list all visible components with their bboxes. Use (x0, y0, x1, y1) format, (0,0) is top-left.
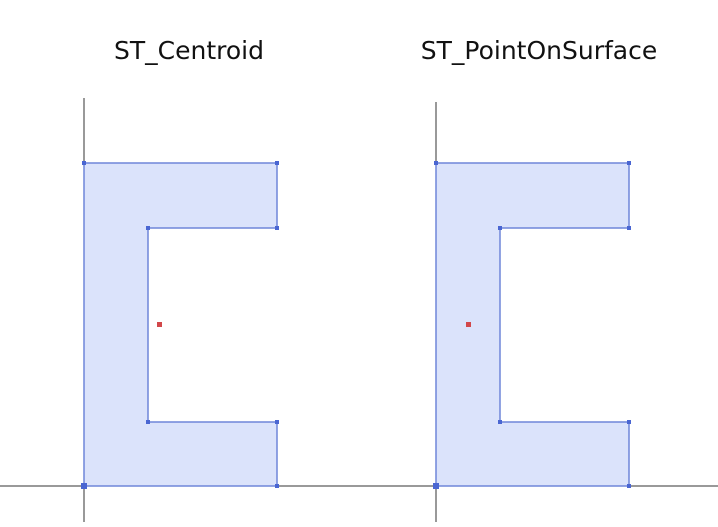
vertex (275, 420, 279, 424)
panel-title-centroid: ST_Centroid (114, 36, 264, 65)
panel-point-on-surface (433, 102, 631, 522)
panel-title-point-on-surface: ST_PointOnSurface (420, 36, 658, 65)
centroid-point (157, 322, 162, 327)
vertex (275, 484, 279, 488)
vertex (81, 483, 87, 489)
c-shaped-polygon (83, 162, 278, 487)
vertex (627, 420, 631, 424)
panel-centroid (81, 98, 279, 522)
vertex (146, 420, 150, 424)
vertex (275, 161, 279, 165)
vertex (627, 226, 631, 230)
vertex (498, 420, 502, 424)
polygon-vertices (433, 161, 631, 489)
vertex (433, 483, 439, 489)
vertex (498, 226, 502, 230)
vertex (627, 161, 631, 165)
c-shaped-polygon (435, 162, 630, 487)
vertex (627, 484, 631, 488)
point-on-surface-point (466, 322, 471, 327)
vertex (434, 161, 438, 165)
vertex (82, 161, 86, 165)
vertex (146, 226, 150, 230)
vertex (275, 226, 279, 230)
polygon-vertices (81, 161, 279, 489)
